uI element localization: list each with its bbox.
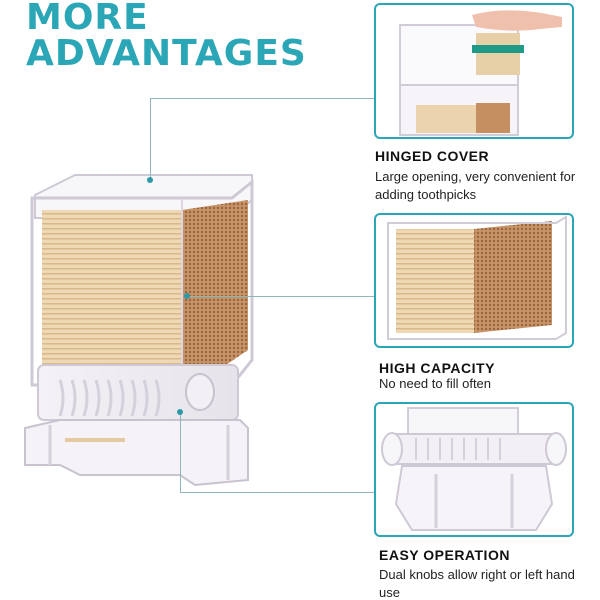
leader-line-hinged-cover-h [150,98,374,99]
toothpick-dispenser-image [24,174,254,487]
leader-dot-easy-operation [177,409,183,415]
hinged-cover-image [374,3,574,139]
leader-line-hinged-cover-v [150,98,151,180]
feature-title-high-capacity: HIGH CAPACITY [379,360,495,376]
feature-title-easy-operation: EASY OPERATION [379,547,510,563]
leader-dot-high-capacity [184,293,190,299]
feature-desc-high-capacity: No need to fill often [379,376,492,391]
feature-title-hinged-cover: HINGED COVER [375,148,490,164]
easy-operation-image [374,402,574,537]
high-capacity-image [374,213,574,348]
leader-line-easy-operation-h [180,492,374,493]
headline-line-2: ADVANTAGES [26,33,307,74]
leader-dot-hinged-cover [147,177,153,183]
feature-desc-hinged-cover: Large opening, very convenient for addin… [375,169,576,202]
feature-desc-easy-operation: Dual knobs allow right or left hand use [379,567,575,600]
leader-line-high-capacity [189,296,374,297]
headline: MORE ADVANTAGES [26,0,307,72]
headline-line-1: MORE [26,0,149,38]
leader-line-easy-operation-v [180,412,181,492]
